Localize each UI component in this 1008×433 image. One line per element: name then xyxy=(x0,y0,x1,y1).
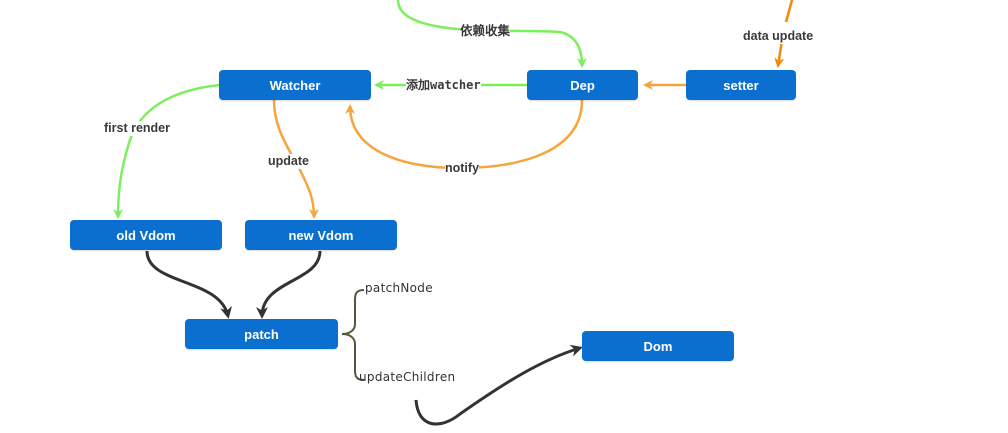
edge-label-update: update xyxy=(268,154,309,169)
edge-children-to-dom xyxy=(414,344,583,426)
edge-update xyxy=(272,99,319,219)
edge-label-add-watcher: 添加watcher xyxy=(406,78,481,92)
edge-label-data-update: data update xyxy=(743,29,814,44)
edge-label-first-render: first render xyxy=(104,121,170,136)
patch-brace xyxy=(341,289,365,381)
patch-node: patch xyxy=(185,319,338,349)
edge-collect xyxy=(396,0,587,68)
patch-node-label: patchNode xyxy=(365,281,433,295)
setter-node: setter xyxy=(686,70,796,100)
edge-notify xyxy=(345,99,584,170)
update-children-label: updateChildren xyxy=(359,370,456,384)
old-vdom-node: old Vdom xyxy=(70,220,222,250)
new-vdom-node: new Vdom xyxy=(245,220,397,250)
edge-new-to-patch xyxy=(256,250,322,319)
dom-node: Dom xyxy=(582,331,734,361)
edge-first-render xyxy=(113,83,221,219)
edge-label-collect: 依赖收集 xyxy=(460,24,511,39)
watcher-node: Watcher xyxy=(219,70,371,100)
edge-data-update xyxy=(778,0,794,66)
edge-label-notify: notify xyxy=(445,161,480,176)
dep-node: Dep xyxy=(527,70,638,100)
edge-old-to-patch xyxy=(145,250,232,319)
